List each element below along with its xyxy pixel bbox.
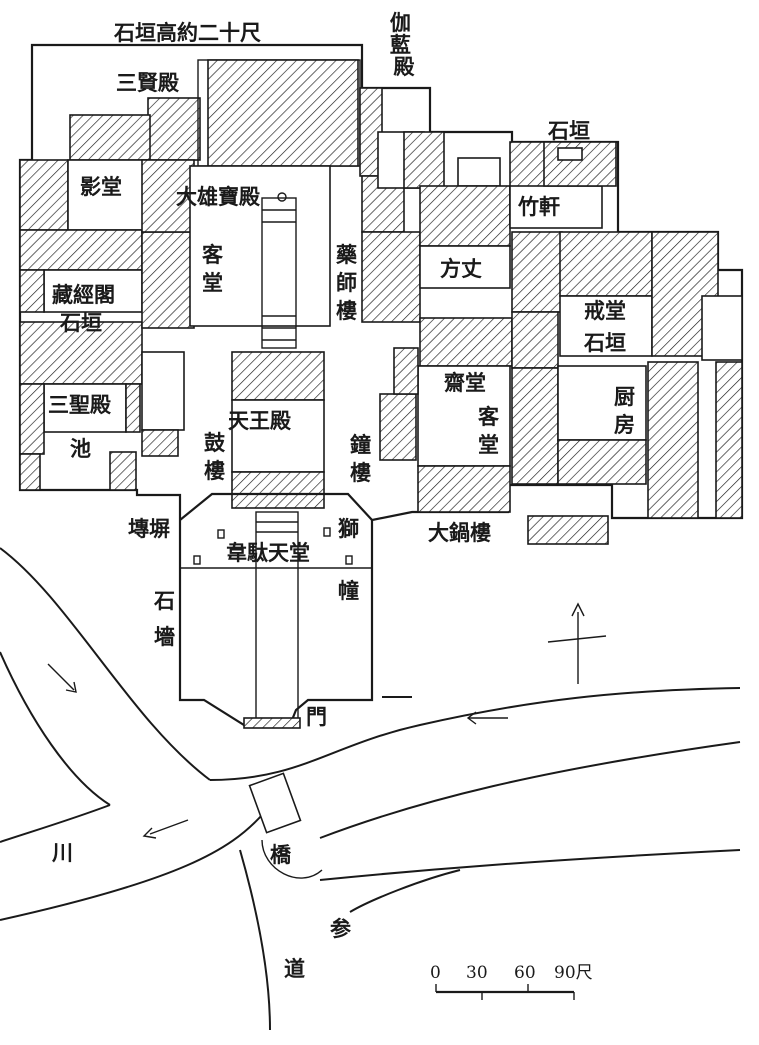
label-yakushiro-char-2: 師 bbox=[336, 270, 357, 295]
label-eido: 影堂 bbox=[80, 174, 122, 199]
river-lines bbox=[0, 547, 741, 1031]
scale-tick-0: 0 bbox=[430, 963, 441, 983]
scale-tick-60: 60 bbox=[514, 963, 536, 983]
label-hojo: 方丈 bbox=[440, 256, 482, 281]
label-shoro-char-2: 樓 bbox=[350, 460, 371, 485]
label-kyakudo-right-char-2: 堂 bbox=[478, 432, 499, 457]
flow-arrows bbox=[47, 602, 607, 839]
label-koro-char-2: 樓 bbox=[204, 458, 225, 483]
label-sando-1: 参 bbox=[330, 916, 351, 941]
scale-bar: 0 30 60 90尺 bbox=[430, 963, 593, 1000]
label-shishi: 獅 bbox=[338, 516, 359, 541]
label-garan-den-char-2: 藍 bbox=[390, 32, 411, 57]
label-kyakudo-left-char-2: 堂 bbox=[202, 270, 223, 295]
label-sando-2: 道 bbox=[284, 956, 305, 981]
label-ishigaki-right: 石垣 bbox=[583, 330, 626, 355]
label-daiyuhoden-marker bbox=[277, 192, 287, 202]
label-kaido: 戒堂 bbox=[584, 298, 626, 323]
label-ishibei: 石 墻 bbox=[153, 588, 182, 649]
label-yakushiro: 藥 師 樓 bbox=[335, 242, 364, 323]
label-shoro: 鐘 樓 bbox=[350, 432, 378, 485]
label-saido: 齋堂 bbox=[443, 370, 486, 395]
label-zokyokaku: 藏經閣 bbox=[52, 282, 115, 307]
label-ishibei-char-2: 墻 bbox=[154, 624, 175, 649]
label-kuri-char-1: 厨 bbox=[614, 384, 635, 409]
central-axis-buildings bbox=[179, 59, 373, 729]
label-kyakudo-left: 客 堂 bbox=[202, 242, 230, 295]
label-garan-den-char-3: 殿 bbox=[393, 54, 416, 79]
label-ishigaki-top-right: 石垣 bbox=[547, 118, 590, 143]
label-kuri-char-2: 房 bbox=[614, 412, 635, 437]
right-wing-buildings bbox=[359, 87, 743, 545]
label-koro-char-1: 鼓 bbox=[204, 430, 226, 455]
label-kyakudo-left-char-1: 客 bbox=[202, 242, 224, 267]
label-ishigaki-left: 石垣 bbox=[59, 310, 102, 335]
label-ike: 池 bbox=[70, 436, 91, 461]
label-yakushiro-char-3: 樓 bbox=[336, 298, 357, 323]
label-mon: 門 bbox=[306, 704, 327, 729]
left-wing-buildings bbox=[19, 97, 201, 491]
label-kawa: 川 bbox=[51, 840, 73, 865]
label-tennoden: 天王殿 bbox=[228, 408, 292, 433]
label-daikaro: 大鍋樓 bbox=[428, 520, 491, 545]
label-shoro-char-1: 鐘 bbox=[350, 432, 371, 457]
label-garan-den-char-1: 伽 bbox=[390, 10, 411, 35]
label-kyakudo-right: 客 堂 bbox=[478, 404, 506, 457]
label-idaten-do: 韋駄天堂 bbox=[226, 540, 310, 565]
label-sanseiden: 三聖殿 bbox=[48, 392, 112, 417]
label-koro: 鼓 樓 bbox=[204, 430, 232, 483]
label-kuri: 厨 房 bbox=[614, 384, 642, 437]
scale-tick-90: 90尺 bbox=[554, 963, 593, 983]
label-hashi: 橋 bbox=[270, 842, 292, 867]
label-chikuken: 竹軒 bbox=[517, 194, 560, 219]
label-stone-wall-height: 石垣高約二十尺 bbox=[113, 20, 261, 45]
building-labels: 石垣高約二十尺 伽 藍 殿 三賢殿 石垣 影堂 大雄寶殿 竹軒 客 堂 藥 師 … bbox=[48, 10, 642, 981]
label-yakushiro-char-1: 藥 bbox=[335, 242, 358, 267]
label-senpei: 塼塀 bbox=[128, 516, 170, 541]
label-garan-den: 伽 藍 殿 bbox=[390, 10, 418, 79]
label-daiyuhoden: 大雄寶殿 bbox=[176, 184, 261, 209]
label-ishibei-char-1: 石 bbox=[153, 588, 175, 613]
label-do: 幢 bbox=[338, 578, 359, 603]
scale-tick-30: 30 bbox=[466, 963, 488, 983]
label-kyakudo-right-char-1: 客 bbox=[478, 404, 500, 429]
label-sanken-den: 三賢殿 bbox=[116, 70, 180, 95]
